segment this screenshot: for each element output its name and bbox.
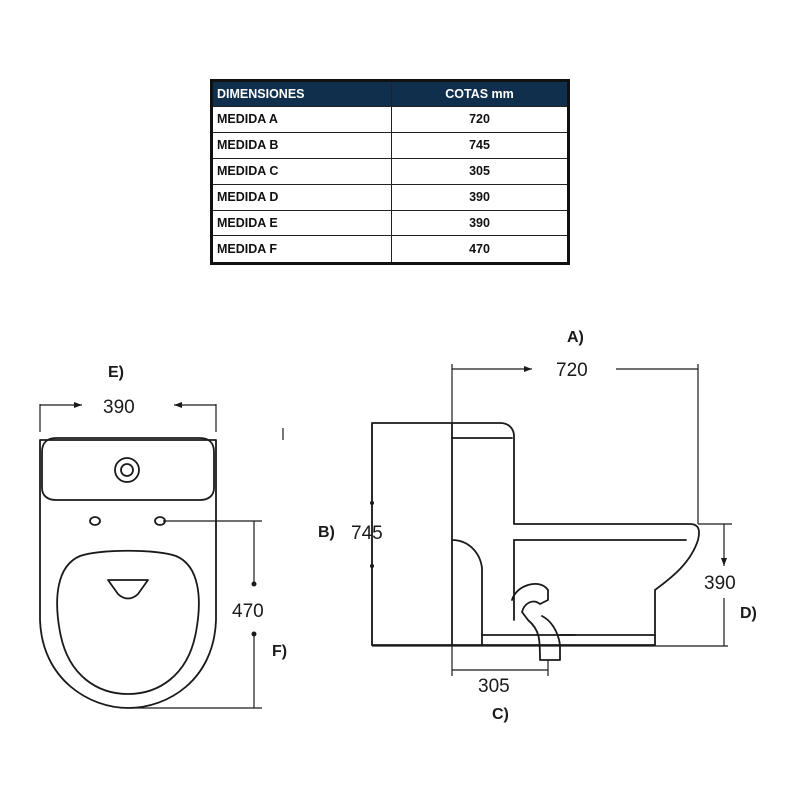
b-dot-bottom [370, 564, 374, 568]
e-value: 390 [103, 397, 135, 418]
row-label: MEDIDA C [211, 157, 392, 185]
d-label: D) [740, 605, 757, 622]
front-bowl-opening [107, 579, 149, 600]
d-value: 390 [704, 573, 736, 594]
b-label: B) [318, 524, 335, 541]
b-dot-top [370, 501, 374, 505]
row-value: 390 [391, 209, 569, 237]
e-arrow-left [74, 402, 82, 408]
side-body-outline [371, 422, 700, 646]
row-label: MEDIDA F [211, 235, 392, 264]
c-label: C) [492, 706, 509, 723]
header-dimensiones: DIMENSIONES [211, 80, 392, 107]
a-arrow-left [524, 366, 532, 372]
e-arrow-right [174, 402, 182, 408]
bolt-hole-left [89, 516, 101, 526]
b-value: 745 [351, 523, 383, 544]
row-value: 745 [391, 131, 569, 159]
front-tank-lid [41, 437, 215, 501]
flush-button-inner [120, 463, 134, 477]
side-view: A) 720 B) 745 390 D) 305 C) [318, 329, 757, 723]
table-header-row: DIMENSIONES COTAS mm [211, 80, 569, 107]
row-label: MEDIDA E [211, 209, 392, 237]
row-value: 305 [391, 157, 569, 185]
front-outline [39, 439, 217, 709]
f-dot-bottom [251, 631, 257, 637]
header-cotas: COTAS mm [391, 80, 569, 107]
e-label: E) [108, 364, 124, 381]
flush-button-icon [114, 457, 140, 483]
side-trap [511, 583, 561, 661]
c-value: 305 [478, 676, 510, 697]
row-value: 470 [391, 235, 569, 264]
a-value: 720 [556, 360, 588, 381]
f-label: F) [272, 643, 287, 660]
row-value: 390 [391, 183, 569, 211]
front-view: E) 390 470 F) [39, 364, 287, 709]
f-dot-top [251, 581, 257, 587]
side-back-curve [451, 539, 483, 646]
a-label: A) [567, 329, 584, 346]
f-value: 470 [232, 601, 264, 622]
front-seat [56, 549, 200, 695]
d-arrow-top [721, 558, 727, 566]
